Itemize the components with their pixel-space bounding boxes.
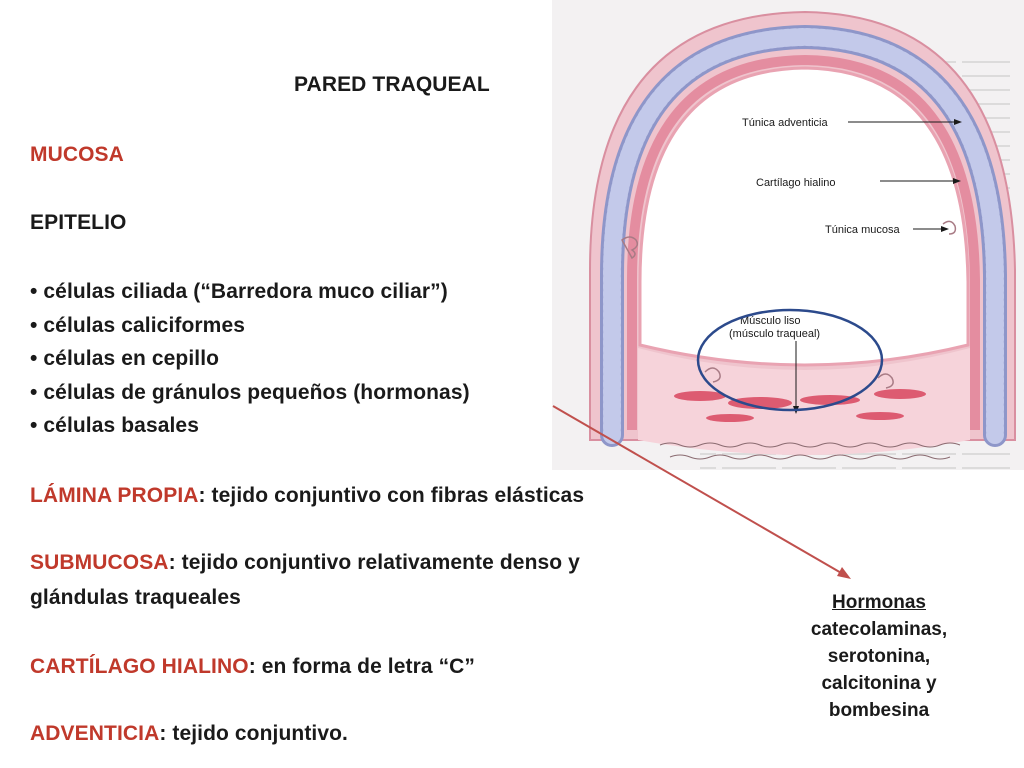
submucosa-line: SUBMUCOSA: tejido conjuntivo relativamen…	[30, 551, 580, 575]
cartilage-c-ring-fill	[603, 27, 1004, 444]
bullet-celulas-basales: • células basales	[30, 414, 199, 437]
heading-epitelio: EPITELIO	[30, 211, 127, 234]
hormone-line: catecolaminas,	[810, 619, 948, 640]
tunica-mucosa-ring	[627, 54, 980, 430]
desc-submucosa: : tejido conjuntivo relativamente denso …	[168, 551, 580, 574]
connective-waves	[659, 442, 961, 460]
term-adventicia: ADVENTICIA	[30, 722, 160, 745]
term-cartilago-hialino: CARTÍLAGO HIALINO	[30, 655, 249, 678]
term-submucosa: SUBMUCOSA	[30, 551, 169, 574]
term-lamina-propia: LÁMINA PROPIA	[30, 484, 199, 507]
arrowhead-tunica-adventicia	[954, 119, 962, 125]
tracheal-lumen	[638, 66, 970, 367]
tracheal-glands	[621, 220, 957, 389]
arrowhead-cartilago-hialino	[953, 178, 961, 184]
bullet-celulas-granulos: • células de gránulos pequeños (hormonas…	[30, 381, 470, 404]
desc-cartilago-hialino: : en forma de letra “C”	[248, 655, 476, 678]
label-musculo-traqueal: (músculo traqueal)	[729, 328, 820, 340]
bullet-celulas-caliciformes: • células caliciformes	[30, 314, 245, 337]
label-tunica-adventicia: Túnica adventicia	[742, 117, 828, 129]
hormone-line: calcitonina y	[821, 673, 937, 694]
submucosa-line-2: glándulas traqueales	[30, 586, 241, 609]
bullet-celulas-ciliada: • células ciliada (“Barredora muco cilia…	[30, 280, 448, 303]
heading-mucosa: MUCOSA	[30, 143, 124, 166]
muscle-fibers	[674, 389, 926, 422]
adventicia-line: ADVENTICIA: tejido conjuntivo.	[30, 722, 348, 746]
label-tunica-mucosa: Túnica mucosa	[825, 224, 900, 236]
hormone-pointer-arrow	[552, 405, 844, 575]
label-musculo-liso: Músculo liso	[740, 315, 801, 327]
arrowhead-tunica-mucosa	[941, 226, 949, 232]
desc-lamina-propia: : tejido conjuntivo con fibras elásticas	[198, 484, 585, 507]
lamina-propia-line: LÁMINA PROPIA: tejido conjuntivo con fib…	[30, 484, 584, 508]
desc-adventicia: : tejido conjuntivo.	[159, 722, 348, 745]
hormone-note: Hormonas catecolaminas, serotonina, calc…	[770, 589, 988, 724]
slide-title: PARED TRAQUEAL	[294, 73, 490, 96]
muscle-highlight-ellipse	[696, 308, 884, 412]
hormone-pointer-arrowhead	[837, 567, 851, 579]
hormone-heading: Hormonas	[832, 592, 926, 613]
hormone-line: bombesina	[828, 700, 930, 721]
cartilago-line: CARTÍLAGO HIALINO: en forma de letra “C”	[30, 655, 475, 679]
hormone-line: serotonina,	[827, 646, 931, 667]
label-cartilago-hialino: Cartílago hialino	[756, 177, 836, 189]
bullet-celulas-cepillo: • células en cepillo	[30, 347, 220, 370]
